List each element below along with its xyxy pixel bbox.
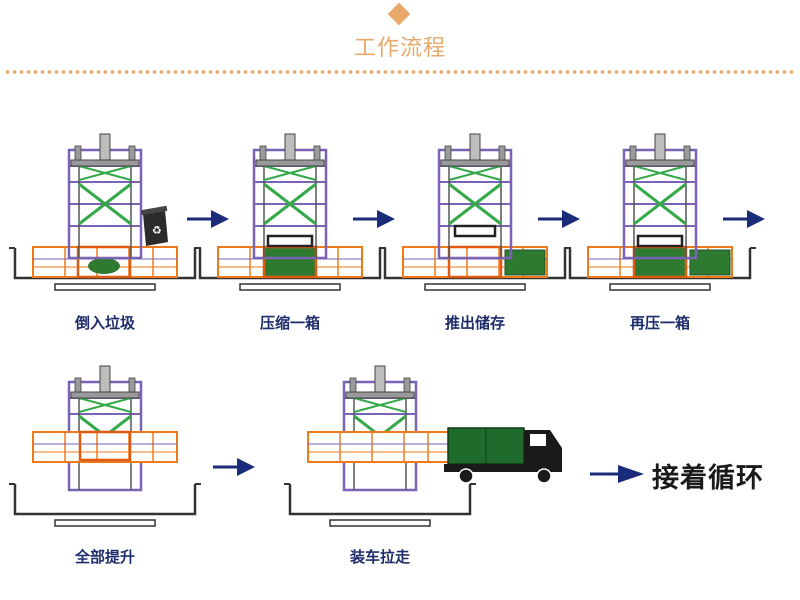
step3-graphic bbox=[377, 132, 573, 292]
step-label-6: 装车拉走 bbox=[349, 548, 410, 566]
step5-graphic bbox=[7, 364, 203, 528]
final-arrow-icon bbox=[590, 465, 644, 483]
step-label-1: 倒入垃圾 bbox=[74, 314, 135, 332]
step2-graphic bbox=[192, 132, 388, 292]
step1-graphic: ♻ bbox=[7, 132, 203, 292]
final-label: 接着循环 bbox=[652, 463, 764, 494]
arrow-icon bbox=[351, 208, 397, 230]
truck-icon bbox=[444, 427, 562, 484]
step-label-5: 全部提升 bbox=[74, 548, 135, 566]
step-label-3: 推出储存 bbox=[444, 314, 505, 332]
trash-bin-icon: ♻ bbox=[140, 205, 168, 246]
svg-text:♻: ♻ bbox=[152, 224, 162, 237]
step-label-2: 压缩一箱 bbox=[259, 314, 320, 332]
step4-graphic bbox=[562, 132, 758, 292]
step-label-4: 再压一箱 bbox=[629, 314, 690, 332]
arrow-icon bbox=[721, 208, 767, 230]
arrow-icon bbox=[211, 456, 257, 478]
waste-pile bbox=[88, 258, 120, 274]
arrow-icon bbox=[536, 208, 582, 230]
dotted-divider bbox=[4, 69, 796, 75]
page-title: 工作流程 bbox=[353, 36, 446, 61]
arrow-icon bbox=[185, 208, 231, 230]
step6-graphic bbox=[282, 364, 562, 528]
